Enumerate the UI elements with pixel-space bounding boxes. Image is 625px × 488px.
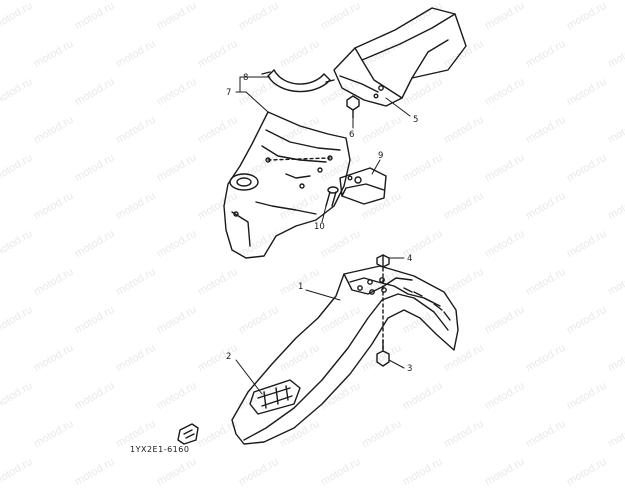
- callout-10: 10: [314, 222, 325, 232]
- part-4-nut: [376, 254, 390, 268]
- callout-1: 1: [298, 282, 303, 292]
- callout-8: 8: [243, 73, 248, 83]
- callout-4: 4: [407, 254, 412, 264]
- callout-5: 5: [413, 115, 418, 125]
- part-number-label: 1YX2E1-6160: [130, 445, 189, 454]
- part-9-bracket-plate: [339, 167, 387, 205]
- part-8-clamp-band: [261, 69, 335, 93]
- exploded-parts-diagram: 1 2 3 4 5 6 7 8 9 10 1YX2E1-6160: [130, 7, 467, 454]
- part-2-decal: [249, 379, 301, 415]
- part-10-screw: [325, 186, 339, 207]
- callout-6: 6: [349, 130, 354, 140]
- callout-9: 9: [378, 151, 383, 161]
- logo-box-icon: [177, 423, 199, 445]
- callout-7: 7: [226, 88, 231, 98]
- callout-3: 3: [407, 364, 412, 374]
- part-6-bolt: [346, 95, 360, 119]
- part-3-bolt: [376, 339, 390, 367]
- leader-lines: [235, 76, 411, 395]
- part-1-front-fender: [231, 265, 459, 445]
- callout-2: 2: [226, 352, 231, 362]
- part-7-inner-cover: [223, 111, 351, 259]
- part-5-upper-cover: [333, 7, 467, 107]
